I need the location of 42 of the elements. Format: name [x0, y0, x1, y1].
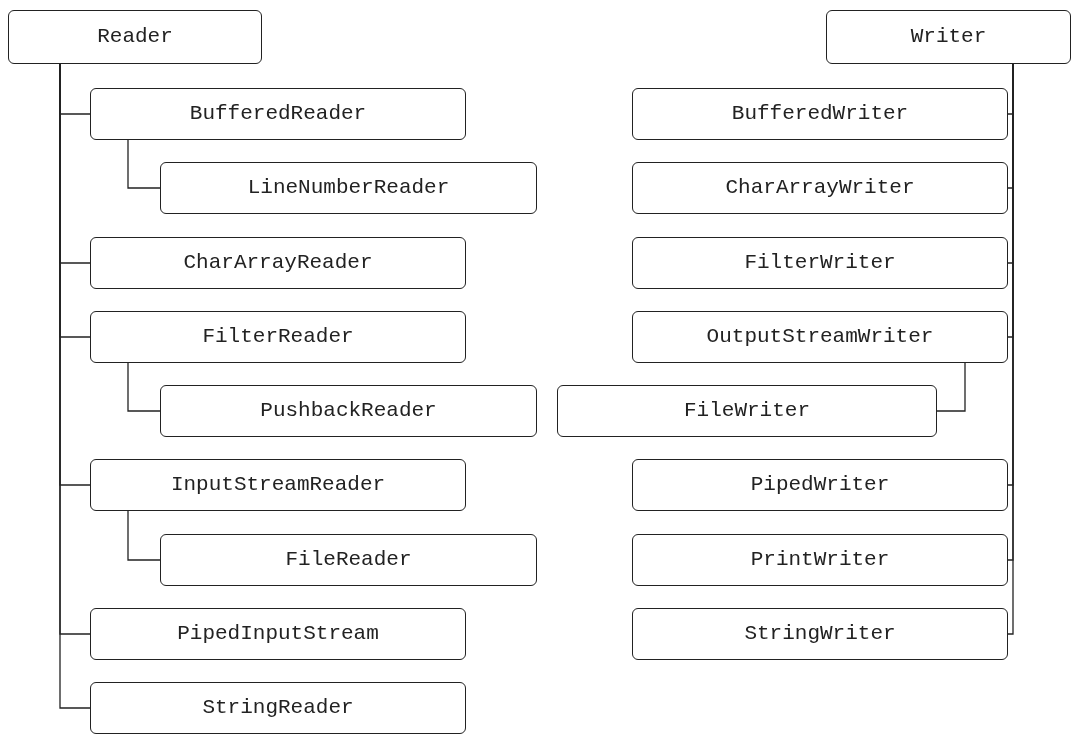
class-name: StringReader — [202, 694, 354, 721]
class-box — [90, 311, 466, 363]
class-name: CharArrayReader — [183, 249, 373, 276]
class-name: Writer — [910, 23, 987, 50]
class-box — [557, 385, 937, 437]
class-name: FileReader — [285, 546, 412, 573]
class-box — [90, 237, 466, 289]
class-name: InputStreamReader — [170, 471, 386, 498]
class-name: BufferedWriter — [731, 100, 909, 127]
class-box — [632, 162, 1008, 214]
class-box — [90, 608, 466, 660]
class-name: PipedInputStream — [177, 620, 379, 647]
class-name: Reader — [97, 23, 173, 50]
class-name: CharArrayWriter — [725, 174, 915, 201]
class-name: PipedWriter — [750, 471, 890, 498]
class-box — [632, 459, 1008, 511]
class-name: OutputStreamWriter — [706, 323, 934, 350]
class-name: FilterWriter — [744, 249, 896, 276]
class-box — [90, 459, 466, 511]
class-name: StringWriter — [744, 620, 896, 647]
connector-line — [936, 362, 966, 412]
class-name: FileWriter — [684, 397, 810, 424]
class-box — [826, 10, 1071, 64]
connector-line — [127, 139, 161, 189]
class-box — [632, 88, 1008, 140]
class-box — [90, 88, 466, 140]
class-box — [160, 385, 537, 437]
class-box — [8, 10, 262, 64]
class-name: PrintWriter — [750, 546, 890, 573]
connector-line — [127, 510, 161, 561]
class-box — [160, 534, 537, 586]
class-box — [632, 608, 1008, 660]
class-name: BufferedReader — [189, 100, 367, 127]
class-name: FilterReader — [202, 323, 354, 350]
class-name: LineNumberReader — [247, 174, 450, 201]
class-box — [632, 311, 1008, 363]
connector-line — [127, 362, 161, 412]
class-box — [632, 534, 1008, 586]
class-box — [90, 682, 466, 734]
class-box — [632, 237, 1008, 289]
class-box — [160, 162, 537, 214]
class-name: PushbackReader — [260, 397, 437, 424]
